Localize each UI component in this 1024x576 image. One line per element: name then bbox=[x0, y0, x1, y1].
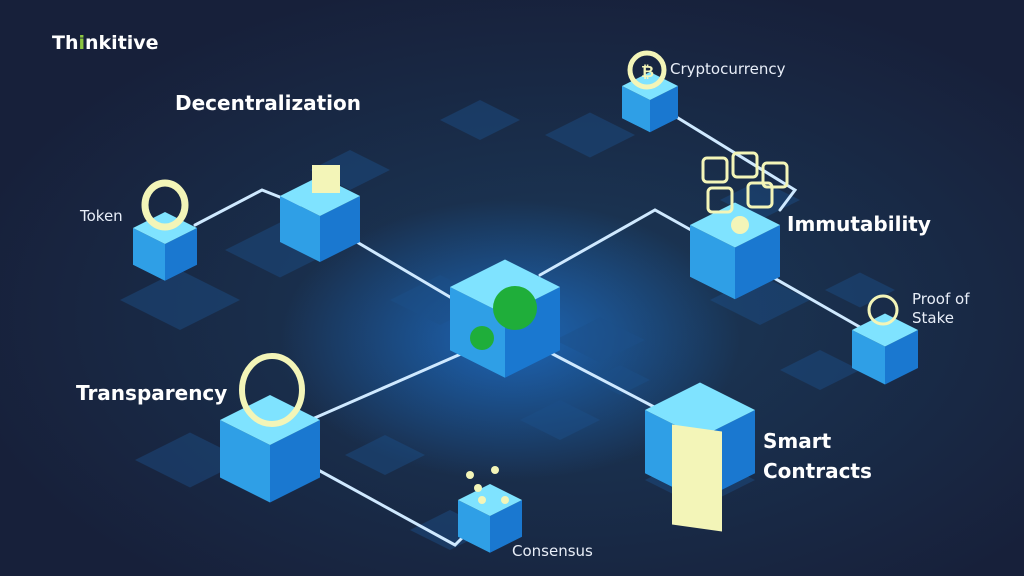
cube-proof-of-stake-left bbox=[852, 330, 885, 385]
label-token: Token bbox=[80, 207, 123, 225]
floor-tile bbox=[590, 365, 650, 395]
floor-tile bbox=[440, 100, 520, 140]
cube-cryptocurrency-right bbox=[650, 86, 678, 133]
cube-consensus-left bbox=[458, 500, 490, 553]
bitcoin-symbol-icon: ₿ bbox=[641, 62, 654, 81]
cube-immutability-left bbox=[690, 225, 735, 300]
label-decentralization: Decentralization bbox=[175, 91, 361, 115]
floor-tile bbox=[545, 112, 635, 158]
cube-proof-of-stake-right bbox=[885, 330, 918, 385]
cube-smart-contracts-top bbox=[645, 382, 755, 438]
label-transparency: Transparency bbox=[76, 381, 228, 405]
connector-line bbox=[663, 108, 798, 212]
floor-tile bbox=[120, 270, 240, 330]
consensus-node-icon bbox=[478, 496, 486, 504]
stake-coin-icon bbox=[867, 294, 899, 326]
cube-decentralization-right bbox=[320, 196, 360, 262]
connector-line bbox=[538, 208, 702, 277]
consensus-node-icon bbox=[466, 471, 474, 479]
padlock-icon bbox=[701, 156, 729, 184]
key-icon bbox=[731, 216, 749, 234]
thinkitive-logo: Thinkitive bbox=[52, 32, 159, 54]
cube-cryptocurrency-left bbox=[622, 86, 650, 133]
consensus-node-icon bbox=[501, 496, 509, 504]
cube-transparency-left bbox=[220, 420, 270, 503]
label-immutability: Immutability bbox=[787, 212, 931, 236]
floor-tile bbox=[555, 317, 645, 363]
cube-consensus-top bbox=[458, 484, 522, 516]
center-small-dot bbox=[470, 326, 494, 350]
floor-tile bbox=[135, 432, 245, 488]
center-large-dot bbox=[493, 286, 537, 330]
floor-tile bbox=[520, 400, 600, 440]
cube-transparency-right bbox=[270, 420, 320, 503]
connector-line bbox=[543, 348, 662, 412]
transparency-magnifier-icon bbox=[239, 353, 305, 427]
cube-token-right bbox=[165, 228, 197, 281]
token-coin-icon bbox=[141, 179, 189, 231]
cube-proof-of-stake-top bbox=[852, 313, 918, 347]
padlock-icon bbox=[706, 186, 734, 214]
smart-contract-document-icon bbox=[672, 424, 722, 532]
connector-line bbox=[758, 268, 867, 332]
connector-line bbox=[343, 233, 457, 302]
floor-tile bbox=[780, 350, 860, 390]
bitcoin-coin-icon bbox=[627, 50, 667, 90]
padlock-icon bbox=[761, 161, 789, 189]
cube-consensus-right bbox=[490, 500, 522, 553]
cube-token-left bbox=[133, 228, 165, 281]
consensus-node-icon bbox=[474, 484, 482, 492]
floor-tile bbox=[825, 272, 895, 308]
decentralization-box-icon bbox=[312, 165, 340, 193]
connector-line bbox=[308, 348, 472, 422]
cube-decentralization-left bbox=[280, 196, 320, 262]
consensus-node-icon bbox=[491, 466, 499, 474]
label-cryptocurrency: Cryptocurrency bbox=[670, 60, 786, 78]
floor-tile bbox=[345, 435, 425, 475]
label-consensus: Consensus bbox=[512, 542, 593, 560]
padlock-icon bbox=[746, 181, 774, 209]
cube-immutability-right bbox=[735, 225, 780, 300]
padlock-icon bbox=[731, 151, 759, 179]
